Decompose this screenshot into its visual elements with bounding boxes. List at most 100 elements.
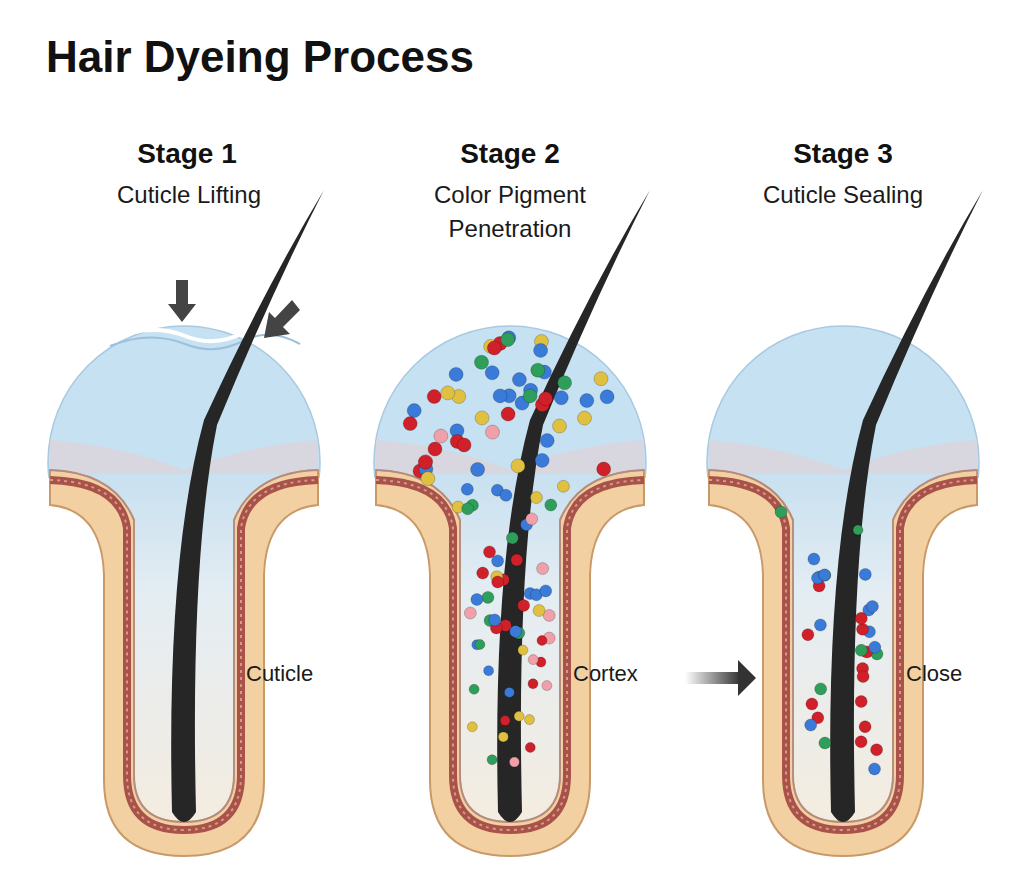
pigment-dot: [806, 698, 818, 710]
pigment-dot: [853, 525, 863, 535]
pigment-dot: [493, 389, 507, 403]
pigment-dot: [475, 355, 489, 369]
pigment-dot: [500, 716, 510, 726]
pigment-dot: [871, 744, 883, 756]
pigment-dot: [545, 499, 557, 511]
pigment-dot: [457, 438, 471, 452]
pigment-dot: [441, 386, 455, 400]
pigment-dot: [857, 623, 869, 635]
pigment-dot: [477, 567, 489, 579]
pigment-dot: [418, 455, 432, 469]
pigment-dot: [553, 419, 567, 433]
pigment-dot: [537, 563, 549, 575]
pigment-dot: [869, 763, 881, 775]
pigment-dot: [597, 462, 611, 476]
pigment-dot: [510, 625, 522, 637]
pigment-dot: [482, 591, 494, 603]
stage-heading: Stage 3: [728, 138, 958, 170]
pigment-dot: [501, 407, 515, 421]
diagram-title: Hair Dyeing Process: [46, 32, 646, 82]
pigment-dot: [449, 367, 463, 381]
pigment-dot: [558, 376, 572, 390]
pigment-dot: [464, 607, 476, 619]
pigment-dot: [475, 411, 489, 425]
pigment-dot: [484, 546, 496, 558]
stage-heading: Stage 2: [395, 138, 625, 170]
pigment-dot: [434, 429, 448, 443]
pigment-dot: [857, 671, 869, 683]
pigment-dot: [511, 459, 525, 473]
pigment-dot: [528, 679, 538, 689]
part-label: Cuticle: [246, 661, 346, 687]
pigment-dot: [578, 411, 592, 425]
pigment-dot: [534, 343, 548, 357]
pigment-dot: [487, 341, 501, 355]
pigment-dot: [866, 601, 878, 613]
pigment-dot: [487, 755, 497, 765]
pigment-dot: [539, 392, 553, 406]
pigment-dot: [518, 599, 530, 611]
pigment-dot: [518, 645, 528, 655]
pigment-dot: [484, 666, 494, 676]
pigment-dot: [403, 417, 417, 431]
pigment-dot: [500, 489, 512, 501]
pigment-dot: [540, 585, 552, 597]
pigment-dot: [427, 390, 441, 404]
stage-subtitle: Cuticle Sealing: [698, 178, 988, 212]
pigment-dot: [540, 434, 554, 448]
pigment-dot: [419, 455, 433, 469]
pigment-dot: [775, 506, 787, 518]
pigment-dot: [461, 483, 473, 495]
pigment-dot: [819, 569, 831, 581]
pigment-dot: [509, 757, 519, 767]
pigment-dot: [471, 594, 483, 606]
pigment-dot: [523, 389, 537, 403]
part-label: Close: [906, 661, 1006, 687]
pigment-dot: [855, 644, 867, 656]
pigment-dot: [819, 569, 831, 581]
pigment-dot: [407, 404, 421, 418]
pigment-dot: [501, 333, 515, 347]
pigment-dot: [514, 711, 524, 721]
pigment-dot: [535, 453, 549, 467]
pigment-dot: [537, 636, 547, 646]
pigment-dot: [600, 390, 614, 404]
pigment-dot: [428, 442, 442, 456]
pigment-dot: [511, 554, 523, 566]
pigment-dot: [594, 372, 608, 386]
pigment-dot: [855, 612, 867, 624]
pigment-dot: [525, 743, 535, 753]
pigment-dot: [469, 684, 479, 694]
pigment-dot: [542, 681, 552, 691]
pigment-dot: [486, 425, 500, 439]
pigment-dot: [815, 683, 827, 695]
pigment-dot: [855, 736, 867, 748]
pigment-dot: [526, 513, 538, 525]
pigment-dot: [471, 463, 485, 477]
pigment-dot: [802, 629, 814, 641]
pigment-dot: [531, 363, 545, 377]
pigment-dot: [489, 614, 501, 626]
pigment-dot: [467, 722, 477, 732]
pigment-dot: [506, 532, 518, 544]
pigment-dot: [475, 640, 485, 650]
pigment-dot: [462, 503, 474, 515]
pigment-dot: [528, 655, 538, 665]
pigment-dot: [580, 394, 594, 408]
pigment-dot: [859, 568, 871, 580]
part-label: Cortex: [573, 661, 673, 687]
pigment-dot: [859, 721, 871, 733]
pigment-dot: [533, 605, 545, 617]
pigment-dot: [557, 480, 569, 492]
pigment-dot: [819, 737, 831, 749]
pigment-dot: [855, 696, 867, 708]
pigment-dot: [498, 732, 508, 742]
pigment-dot: [512, 373, 526, 387]
pigment-dot: [525, 715, 535, 725]
pigment-dot: [554, 391, 568, 405]
stage-heading: Stage 1: [72, 138, 302, 170]
pigment-dot: [485, 366, 499, 380]
pigment-dot: [530, 492, 542, 504]
